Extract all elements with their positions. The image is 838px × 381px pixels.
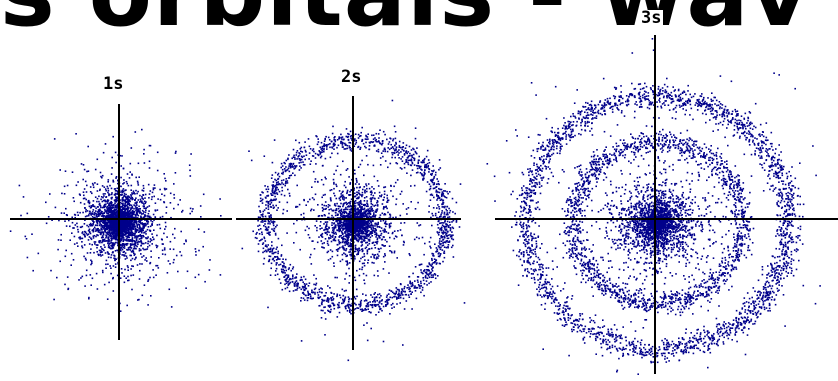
title-banner: s orbitals - wav <box>0 0 838 46</box>
orbital-3s-label: 3s <box>639 8 664 28</box>
orbital-1s-label: 1s <box>101 74 126 94</box>
slide-title: s orbitals - wav <box>0 0 810 40</box>
orbital-3s-dots <box>486 38 821 375</box>
orbital-1s <box>9 104 232 340</box>
orbital-1s-dots <box>9 128 222 312</box>
orbital-2s <box>236 96 466 362</box>
orbital-3s <box>486 35 838 375</box>
orbital-2s-label: 2s <box>339 67 364 87</box>
